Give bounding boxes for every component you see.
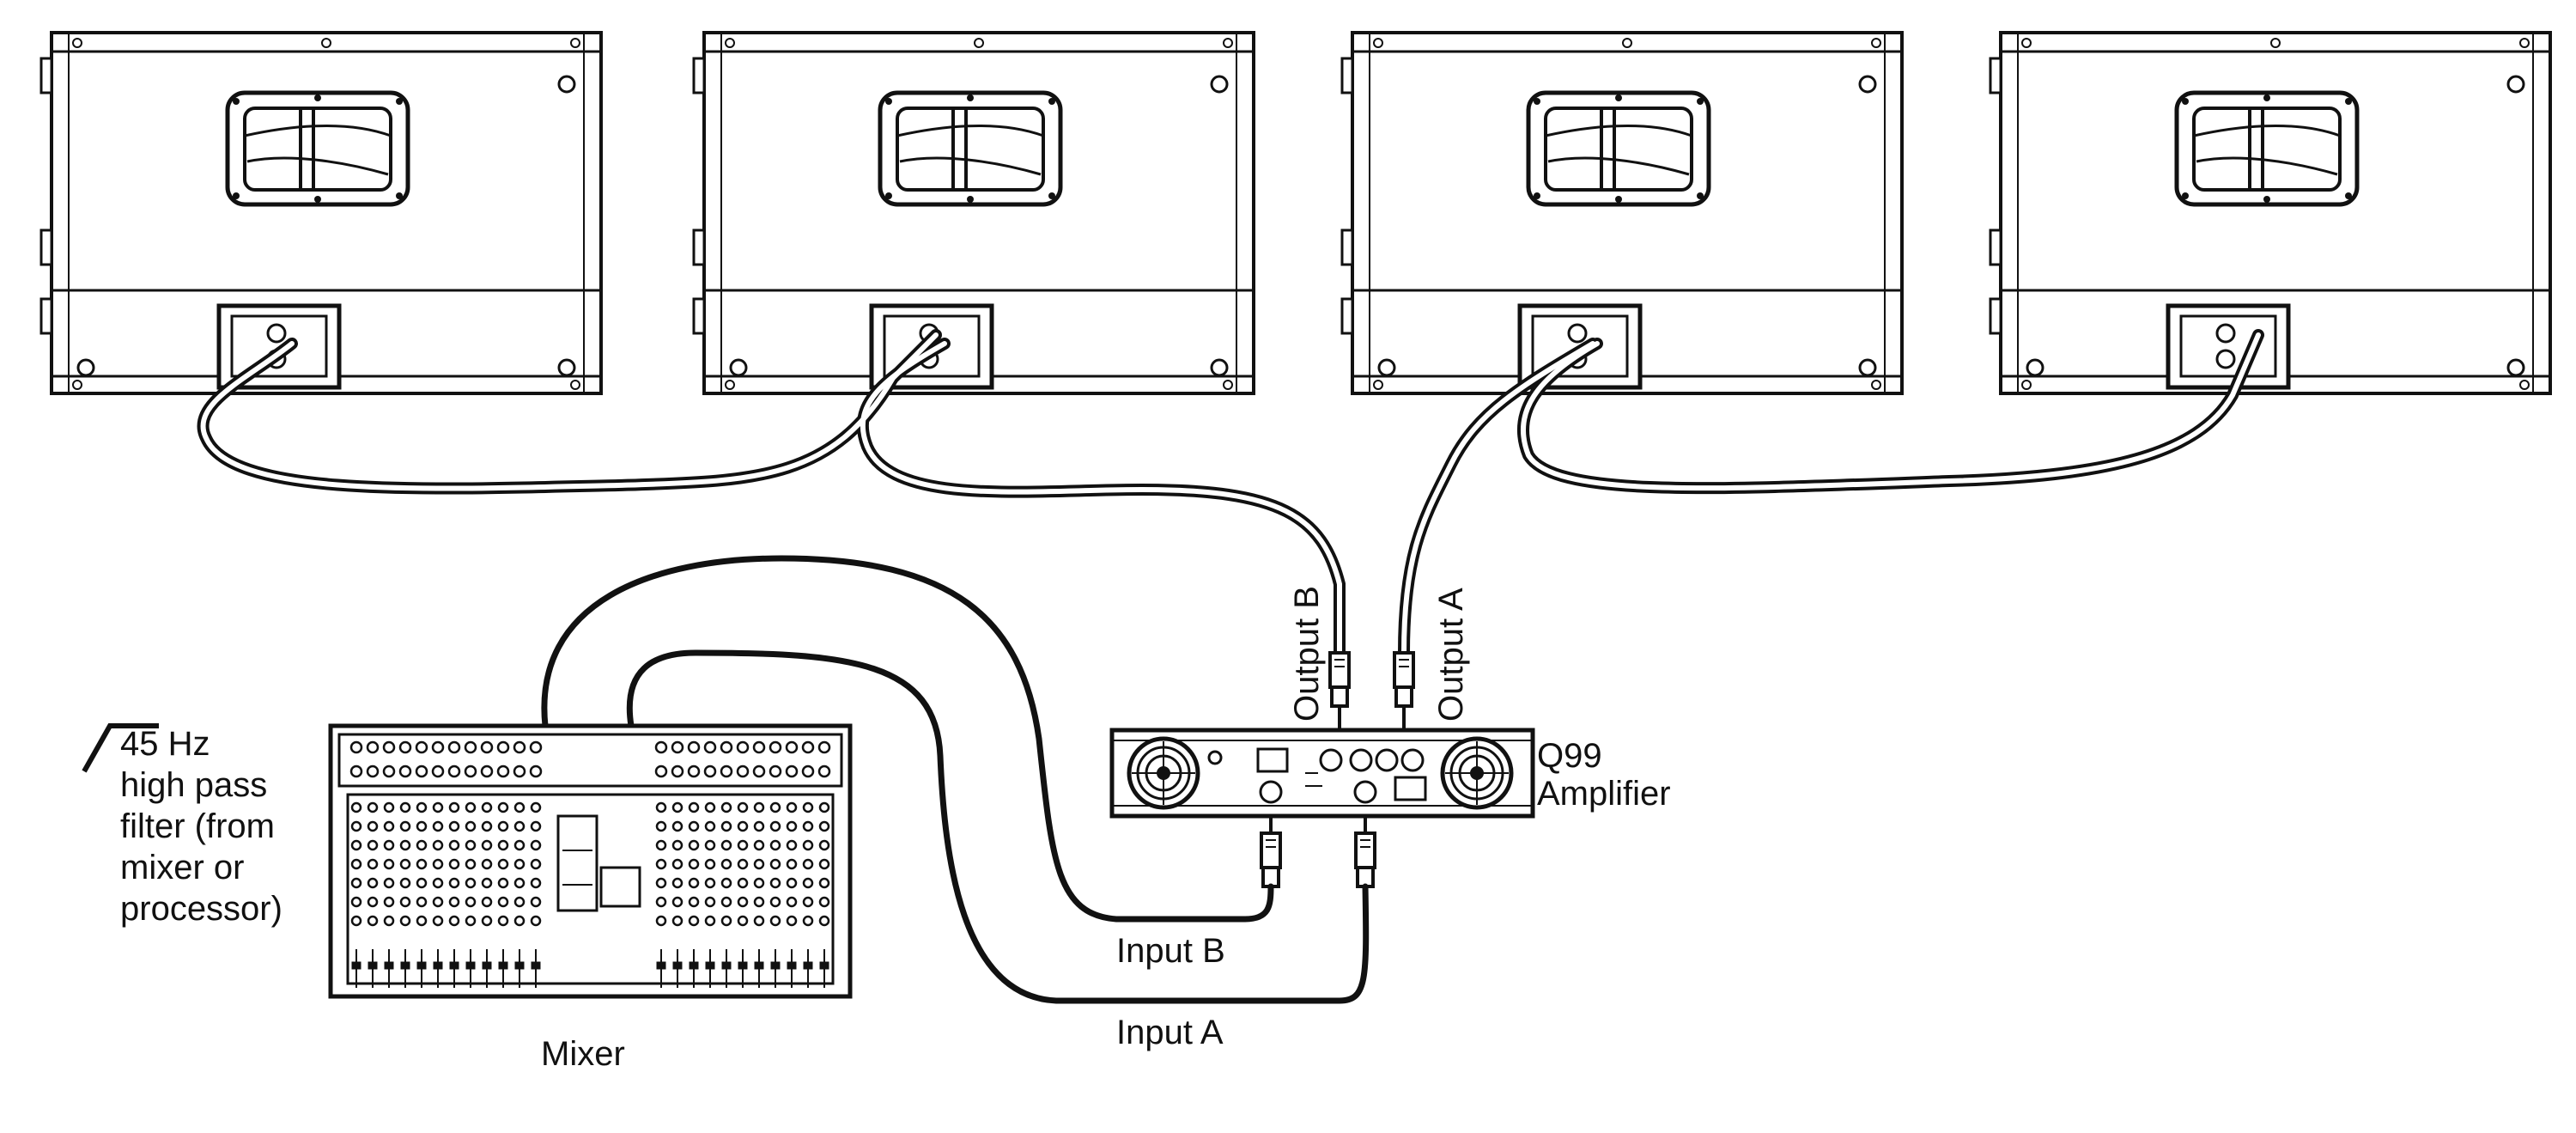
amplifier-fan-right-icon [1440,736,1514,810]
output-a-plug [1393,651,1415,708]
filter-line-2: high pass [120,766,268,804]
speaker-cabinet-2 [694,33,1254,393]
input-a-label: Input A [1116,1014,1224,1051]
amplifier-fan-left-icon [1127,736,1200,810]
input-b-plug [1260,831,1282,888]
speaker-cabinet-3 [1342,33,1902,393]
mixer-label: Mixer [541,1035,625,1073]
filter-note: 45 Hz high pass filter (from mixer or pr… [120,723,283,929]
cable-mixer-to-input-b [541,555,1274,923]
speaker-cabinet-1 [41,33,601,393]
filter-line-1: 45 Hz [120,725,210,763]
output-b-label: Output B [1288,586,1326,722]
input-a-plug [1354,831,1376,888]
filter-line-5: processor) [120,890,283,928]
output-b-plug [1328,651,1351,708]
amplifier-model-label: Q99 [1537,737,1602,775]
output-a-label: Output A [1432,588,1470,722]
speaker-cabinet-4 [1990,33,2550,393]
cable-mixer-to-input-a [626,649,1370,1004]
mixer-console [328,723,853,999]
q99-amplifier [1109,728,1535,819]
input-b-label: Input B [1116,932,1225,970]
input-cables [541,555,1370,1004]
high-pass-filter-icon [82,723,159,773]
amplifier-label: Amplifier [1537,775,1671,813]
filter-line-4: mixer or [120,849,245,886]
filter-line-3: filter (from [120,807,275,845]
